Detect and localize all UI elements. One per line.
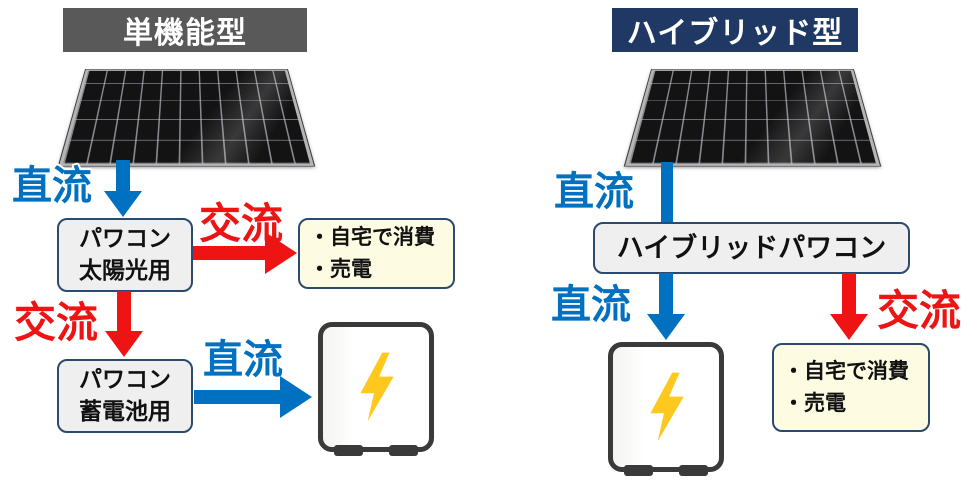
solar-panel-icon (57, 68, 315, 167)
usage-note-line2: ・売電 (783, 391, 846, 415)
lightning-bolt-icon (650, 372, 684, 442)
arrow-head (830, 314, 868, 340)
dc-label-to-battery-left: 直流 (203, 338, 283, 382)
pcs-hybrid-label: ハイブリッドパワコン (616, 232, 887, 263)
solar-panel-right (623, 56, 881, 168)
arrow-shaft (193, 246, 269, 260)
usage-note-line2: ・売電 (309, 257, 372, 281)
battery-foot (334, 445, 363, 456)
ac-arrow-hybrid-to-home (830, 273, 868, 340)
pcs-solar-line2: 太陽光用 (79, 257, 171, 283)
dc-label-panel-left: 直流 (12, 164, 92, 208)
battery-foot (389, 445, 418, 456)
dc-arrow-panel-to-pcs (104, 160, 142, 217)
arrow-head (647, 314, 685, 340)
arrow-shaft (116, 160, 130, 195)
battery-unit-left (318, 322, 434, 456)
arrow-head (280, 376, 312, 418)
dc-arrow-hybrid-to-battery (647, 273, 685, 340)
ac-arrow-pcs-to-home (193, 232, 297, 274)
solar-panel-icon (623, 68, 881, 167)
usage-note-line1: ・自宅で消費 (309, 226, 435, 249)
single-type-header: 単機能型 (63, 8, 307, 52)
pcs-hybrid-box: ハイブリッドパワコン (593, 222, 910, 274)
ac-label-to-home-right: 交流 (877, 287, 962, 334)
dc-label-panel-right: 直流 (554, 170, 634, 214)
arrow-shaft (659, 273, 673, 318)
pcs-solar-box: パワコン 太陽光用 (57, 218, 193, 292)
pcs-battery-line1: パワコン (79, 366, 171, 393)
ac-arrow-pcs-to-pcs (105, 291, 143, 357)
solar-panel-left (57, 56, 315, 168)
pcs-battery-line2: 蓄電池用 (79, 398, 171, 424)
battery-foot (679, 465, 708, 476)
arrow-head (265, 232, 297, 274)
dc-arrow-pcs-to-battery (194, 376, 312, 418)
pcs-battery-box: パワコン 蓄電池用 (57, 359, 193, 433)
arrow-head (104, 191, 142, 217)
hybrid-type-header: ハイブリッド型 (612, 8, 858, 52)
arrow-head (105, 331, 143, 357)
arrow-shaft (842, 273, 856, 318)
battery-unit-right (608, 342, 724, 476)
hybrid-type-title: ハイブリッド型 (626, 17, 844, 50)
arrow-shaft (194, 390, 284, 404)
pcs-solar-line1: パワコン (79, 225, 171, 252)
lightning-bolt-icon (360, 352, 394, 422)
ac-label-between-pcs: 交流 (14, 299, 99, 346)
battery-foot (624, 465, 653, 476)
dc-label-to-battery-right: 直流 (551, 283, 631, 327)
dc-line-panel-to-hybrid (661, 162, 673, 224)
usage-note-left: ・自宅で消費 ・売電 (298, 218, 455, 289)
arrow-shaft (117, 291, 131, 335)
single-type-title: 単機能型 (123, 17, 247, 50)
usage-note-line1: ・自宅で消費 (783, 360, 909, 383)
usage-note-right: ・自宅で消費 ・売電 (772, 343, 930, 432)
